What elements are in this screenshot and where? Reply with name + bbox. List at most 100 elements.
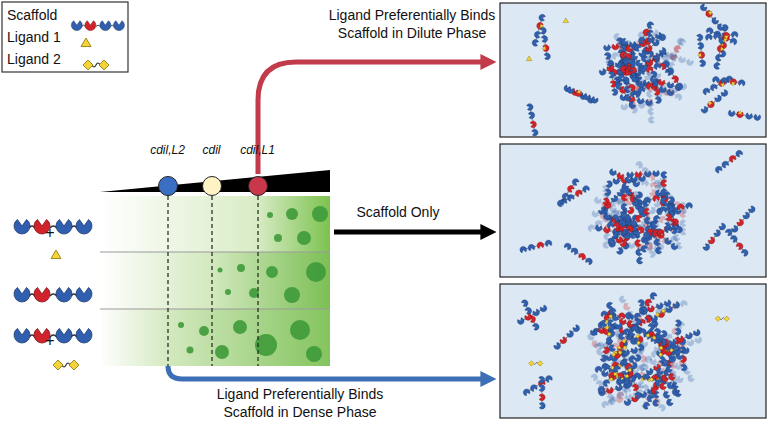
scaffold-molecule [730,205,756,234]
scaffold-molecule [712,76,745,87]
ligand2-glyph [604,313,614,324]
scaffold-molecule [705,27,738,47]
scaffold-molecule [619,94,652,106]
ligand2-sample [83,60,109,70]
phase-bands [100,196,330,366]
scaffold-molecule [638,33,667,58]
ligand1-glyph [708,10,713,16]
scaffold-arrow [334,230,490,235]
scaffold-glyph [702,222,727,252]
scaffold-glyph [540,27,551,60]
scaffold-glyph [594,359,627,373]
scaffold-molecule [539,376,546,409]
scaffold-molecule [668,329,701,347]
concentration-label: cdil,L2 [150,143,185,157]
scaffold-molecule [519,239,552,253]
scaffold-molecule [642,378,663,410]
scaffold-molecule [656,346,689,357]
ligand1-glyph [707,100,713,105]
scaffold-glyph [519,239,552,253]
scaffold-molecule [654,189,682,216]
scaffold-molecule [522,374,553,396]
scaffold-glyph [597,364,622,394]
scaffold-molecule [633,291,658,321]
threshold-marker: cdil,L2 [158,176,178,196]
scaffold-glyph [622,354,642,386]
scaffold-molecule [664,196,675,229]
arrow-label: Ligand Preferentially Binds Scaffold in … [195,385,405,421]
ligand2-glyph [624,367,633,379]
scaffold-glyph [664,196,675,229]
scaffold-glyph [642,378,663,410]
scaffold-glyph [712,76,745,86]
scaffold-glyph [566,86,599,104]
scaffold-molecule [728,109,761,121]
scaffold-molecule [699,3,726,32]
ligand1-sample [81,38,91,47]
scaffold-glyph [730,205,756,234]
panel-molecules [526,3,761,136]
scaffold-glyph [651,221,662,254]
scaffold-molecule [563,242,593,266]
ligand2-glyph [622,339,627,350]
scaffold-glyph [700,89,729,115]
scaffold-glyph [728,110,761,121]
scaffold-glyph [633,291,658,321]
scaffold-glyph [553,324,581,351]
scaffold-molecule [526,103,538,136]
scaffold-glyph [627,170,660,178]
scaffold-molecule [660,171,667,204]
scaffold-glyph [522,374,553,396]
ligand2-glyph [655,308,666,317]
ligand1-icon [51,250,61,259]
scaffold-glyph [668,329,701,347]
scaffold-glyph [705,31,738,41]
scaffold-glyph [679,338,687,371]
scaffold-molecule [516,304,548,325]
scaffold-glyph [556,177,580,207]
scaffold-glyph [539,376,546,409]
scaffold-glyph [611,214,641,239]
ligand2-icon [53,360,79,370]
ligand1-glyph [720,82,725,87]
free-ligand [715,316,729,322]
scaffold-molecule [702,222,727,252]
legend-label: Scaffold [7,6,57,24]
scaffold-molecule [714,149,744,174]
scaffold-molecule [631,325,664,343]
free-ligand [563,18,569,23]
scaffold-molecule [679,338,687,371]
scaffold-glyph [631,325,664,342]
concentration-label: cdil,L1 [240,143,275,157]
ligand1-glyph [738,110,743,114]
scaffold-glyph [563,242,593,266]
scaffold-glyph [713,36,725,69]
ligand2-glyph [604,325,612,337]
free-ligand [529,361,543,367]
panel-molecules [516,291,729,412]
scaffold-glyph [650,301,681,324]
ligand1-glyph [731,82,736,86]
scaffold-molecule [566,85,599,104]
ligand1-glyph [720,47,724,52]
scaffold-molecule [553,324,581,351]
scaffold-glyph [638,33,667,58]
legend-box [2,2,128,72]
scaffold-molecule [705,31,738,42]
scaffold-molecule [650,71,662,104]
threshold-marker: cdil [202,176,222,196]
ligand1-glyph [697,53,701,58]
scaffold-molecule [700,88,730,115]
droplets [178,206,328,362]
scaffold-molecule [621,353,642,386]
scaffold-glyph [600,319,616,352]
scaffold-molecule [598,57,630,76]
scaffold-glyph [706,27,738,46]
scaffold-glyph [516,304,548,325]
scaffold-icon [14,287,92,302]
panel-molecules [519,149,756,266]
scaffold-sample [71,21,124,31]
scaffold-molecule [611,214,641,239]
plus-sign: + [40,224,60,242]
